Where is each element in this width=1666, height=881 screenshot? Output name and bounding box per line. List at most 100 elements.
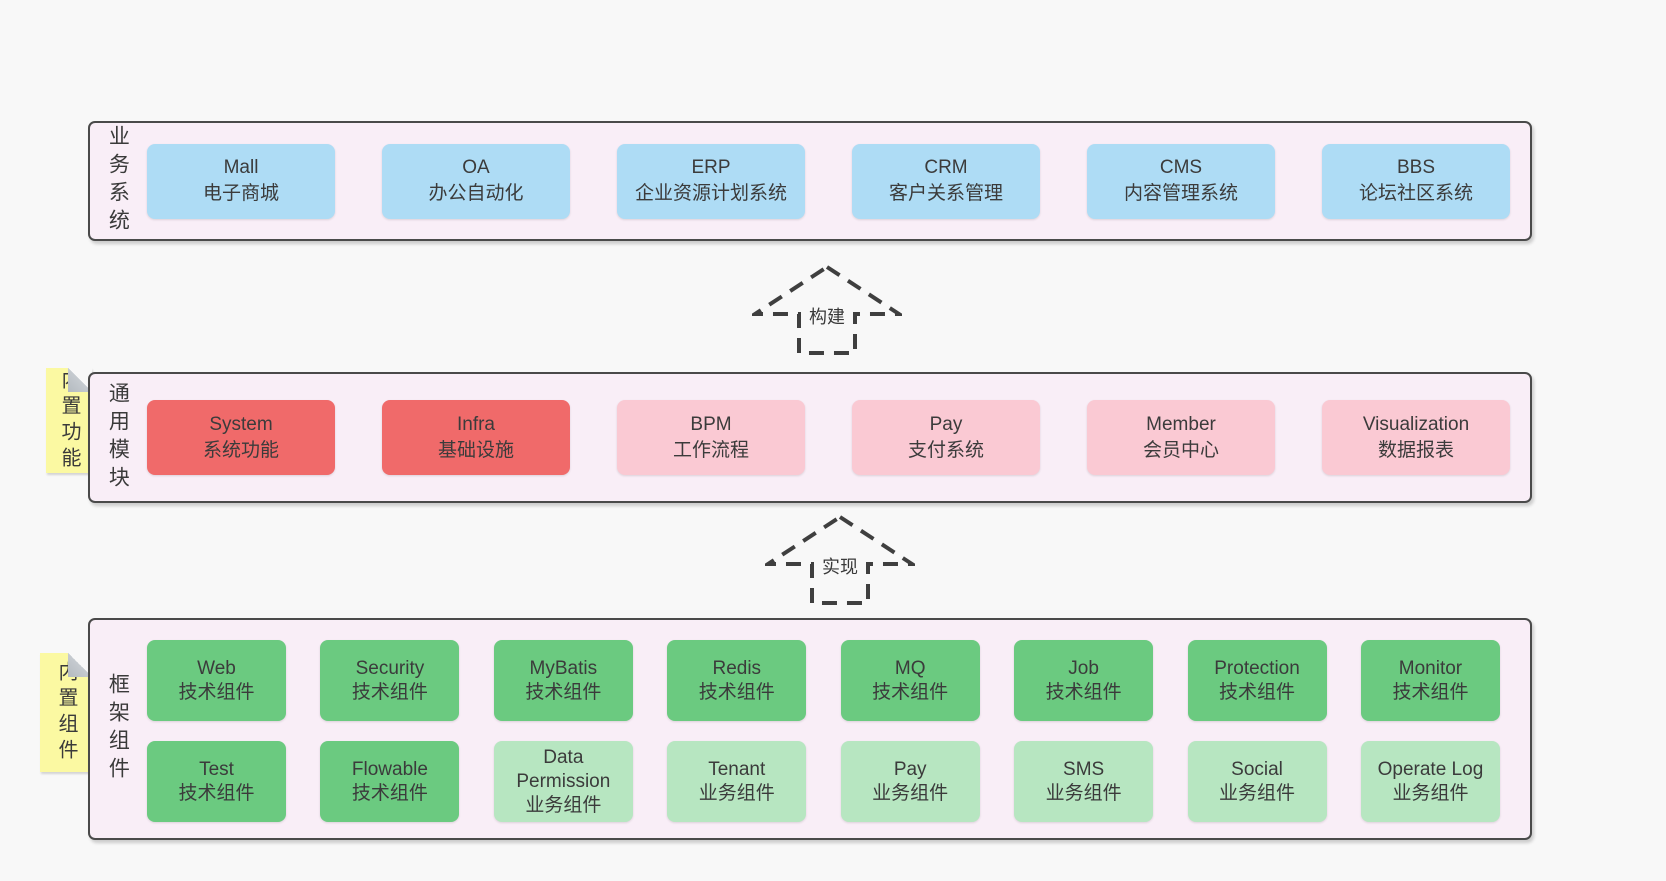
box-subtitle: 业务组件 — [1392, 782, 1469, 804]
box-subtitle: 支付系统 — [907, 439, 984, 461]
box-security: Security 技术组件 — [320, 640, 460, 721]
build-arrow-label: 构建 — [805, 301, 849, 330]
box-title: CMS — [1159, 157, 1203, 178]
box-system: System 系统功能 — [147, 400, 335, 475]
box-protection: Protection 技术组件 — [1187, 640, 1327, 721]
box-subtitle: 技术组件 — [1219, 681, 1296, 703]
box-flowable: Flowable 技术组件 — [320, 741, 460, 822]
box-subtitle: 基础设施 — [437, 439, 514, 461]
component-row-2: Test 技术组件 Flowable 技术组件 Data Permission … — [147, 741, 1500, 822]
box-title: ERP — [691, 157, 731, 178]
box-subtitle: 内容管理系统 — [1123, 183, 1238, 204]
box-subtitle: 技术组件 — [178, 782, 255, 804]
box-subtitle: 数据报表 — [1377, 439, 1454, 461]
implement-arrow-label: 实现 — [818, 551, 862, 580]
box-title: Infra — [456, 413, 496, 435]
box-monitor: Monitor 技术组件 — [1360, 640, 1500, 721]
box-title: Pay — [893, 758, 927, 780]
component-row-1: Web 技术组件 Security 技术组件 MyBatis 技术组件 Redi… — [147, 640, 1500, 721]
box-subtitle: 工作流程 — [672, 439, 749, 461]
box-subtitle: 技术组件 — [178, 681, 255, 703]
box-mybatis: MyBatis 技术组件 — [493, 640, 633, 721]
box-subtitle: 技术组件 — [351, 782, 428, 804]
box-cms: CMS 内容管理系统 — [1087, 143, 1275, 219]
box-title: System — [209, 413, 273, 435]
box-subtitle: 技术组件 — [351, 681, 428, 703]
box-subtitle: 电子商城 — [202, 183, 279, 204]
box-title: MyBatis — [529, 657, 598, 679]
implement-arrow: 实现 — [765, 514, 915, 606]
box-subtitle: 业务组件 — [698, 782, 775, 804]
layer-label-modules: 通用模块 — [106, 381, 130, 494]
layer-label-components: 框架组件 — [106, 673, 130, 785]
box-title: Member — [1146, 413, 1216, 435]
box-tenant: Tenant 业务组件 — [667, 741, 807, 822]
sticky-note-builtin-components: 内置组件 — [40, 653, 92, 772]
sticky-note-label: 内置功能 — [58, 368, 80, 473]
box-pay-module: Pay 支付系统 — [852, 400, 1040, 475]
box-subtitle: 技术组件 — [698, 681, 775, 703]
box-title: Data Permission — [516, 746, 611, 792]
box-title: Test — [199, 758, 234, 780]
box-sms: SMS 业务组件 — [1014, 741, 1154, 822]
box-subtitle: 论坛社区系统 — [1358, 183, 1473, 204]
box-title: Operate Log — [1377, 758, 1484, 780]
box-oa: OA 办公自动化 — [382, 143, 570, 219]
box-member: Member 会员中心 — [1087, 400, 1275, 475]
box-subtitle: 企业资源计划系统 — [634, 183, 787, 204]
box-subtitle: 办公自动化 — [428, 183, 524, 204]
build-arrow: 构建 — [752, 264, 902, 356]
layer-framework-components: 框架组件 Web 技术组件 Security 技术组件 MyBatis 技术组件… — [88, 618, 1532, 840]
layer-business-systems: 业务系统 Mall 电子商城 OA 办公自动化 ERP 企业资源计划系统 CRM… — [88, 121, 1532, 241]
box-subtitle: 业务组件 — [525, 794, 602, 816]
box-subtitle: 会员中心 — [1142, 439, 1219, 461]
box-title: SMS — [1063, 758, 1105, 780]
box-web: Web 技术组件 — [147, 640, 286, 721]
box-title: Redis — [712, 657, 762, 679]
box-title: Flowable — [351, 758, 428, 780]
box-title: Tenant — [708, 758, 766, 780]
box-infra: Infra 基础设施 — [382, 400, 570, 475]
business-boxes: Mall 电子商城 OA 办公自动化 ERP 企业资源计划系统 CRM 客户关系… — [147, 123, 1510, 239]
box-data-permission: Data Permission 业务组件 — [493, 741, 633, 822]
box-social: Social 业务组件 — [1187, 741, 1327, 822]
layer-label-business: 业务系统 — [106, 125, 130, 237]
box-subtitle: 技术组件 — [1045, 681, 1122, 703]
box-subtitle: 技术组件 — [1392, 681, 1469, 703]
box-title: OA — [462, 157, 490, 178]
box-bpm: BPM 工作流程 — [617, 400, 805, 475]
box-pay-component: Pay 业务组件 — [840, 741, 980, 822]
up-arrow-icon — [752, 264, 902, 355]
box-erp: ERP 企业资源计划系统 — [617, 143, 805, 219]
box-title: Web — [197, 657, 236, 679]
box-subtitle: 客户关系管理 — [888, 183, 1003, 204]
box-test: Test 技术组件 — [147, 741, 286, 822]
box-title: Job — [1068, 657, 1099, 679]
box-subtitle: 业务组件 — [872, 782, 949, 804]
box-redis: Redis 技术组件 — [667, 640, 807, 721]
up-arrow-icon — [765, 514, 915, 605]
sticky-note-builtin-features: 内置功能 — [46, 368, 92, 473]
layer-common-modules: 通用模块 System 系统功能 Infra 基础设施 BPM 工作流程 Pay… — [88, 372, 1532, 503]
box-title: CRM — [924, 157, 968, 178]
box-title: Monitor — [1398, 657, 1463, 679]
sticky-note-label: 内置组件 — [55, 660, 77, 765]
module-boxes: System 系统功能 Infra 基础设施 BPM 工作流程 Pay 支付系统… — [147, 374, 1510, 501]
box-subtitle: 业务组件 — [1045, 782, 1122, 804]
box-title: Mall — [223, 157, 259, 178]
box-title: BBS — [1396, 157, 1436, 178]
box-crm: CRM 客户关系管理 — [852, 143, 1040, 219]
box-title: BPM — [690, 413, 732, 435]
box-subtitle: 技术组件 — [525, 681, 602, 703]
box-title: Protection — [1214, 657, 1300, 679]
box-title: Social — [1231, 758, 1283, 780]
box-title: Visualization — [1362, 413, 1470, 435]
box-mq: MQ 技术组件 — [840, 640, 980, 721]
box-subtitle: 系统功能 — [202, 439, 279, 461]
box-mall: Mall 电子商城 — [147, 143, 335, 219]
box-title: Pay — [929, 413, 963, 435]
box-title: MQ — [894, 657, 926, 679]
box-subtitle: 技术组件 — [872, 681, 949, 703]
box-title: Security — [355, 657, 425, 679]
